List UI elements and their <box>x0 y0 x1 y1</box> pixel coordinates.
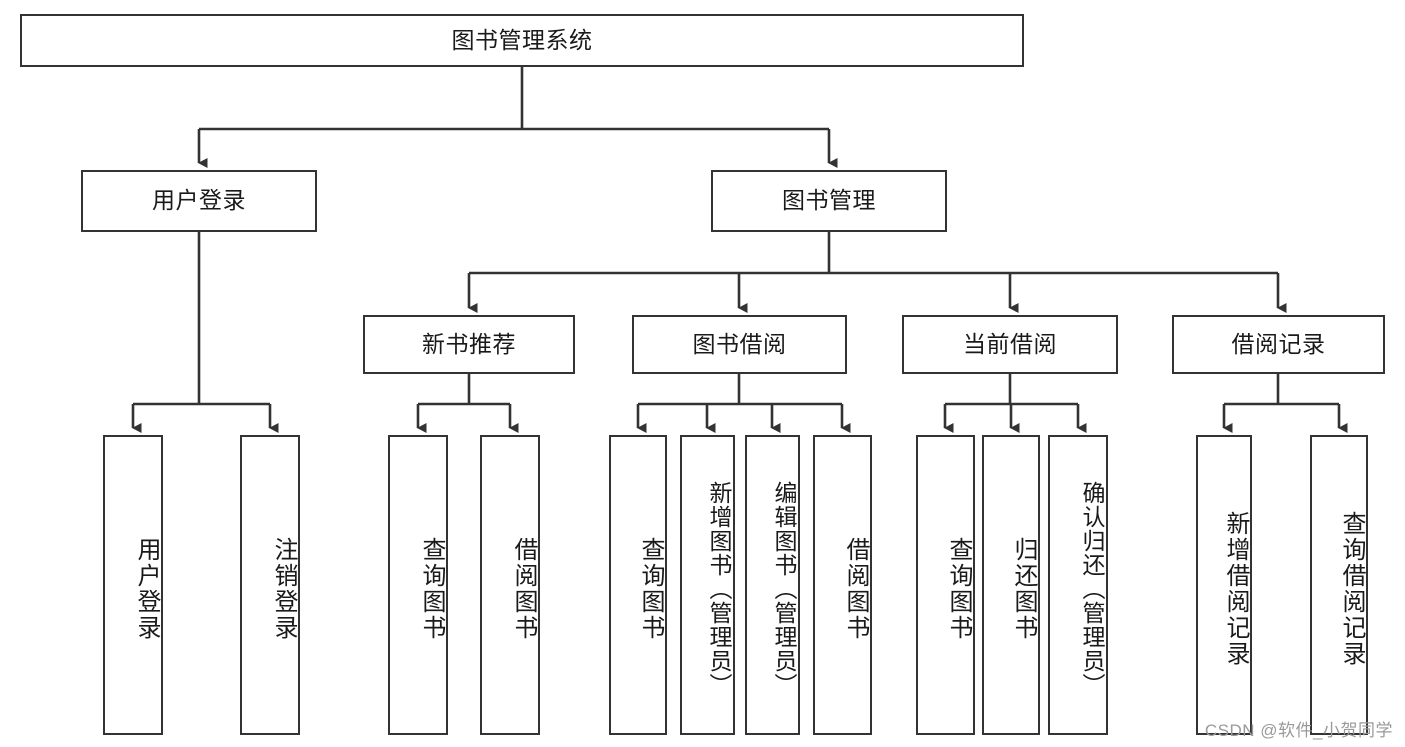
leaf-borrow-record-query-record[interactable]: 查询借阅记录 <box>1310 435 1368 735</box>
leaf-book-borrow-borrow-book[interactable]: 借阅图书 <box>813 435 872 735</box>
node-new-book-recommend[interactable]: 新书推荐 <box>363 315 575 374</box>
leaf-book-borrow-edit-book-admin[interactable]: 编辑图书（管理员） <box>745 435 800 735</box>
leaf-current-borrow-confirm-return-admin[interactable]: 确认归还（管理员） <box>1048 435 1108 735</box>
leaf-new-book-query-book[interactable]: 查询图书 <box>388 435 448 735</box>
leaf-book-borrow-query-book[interactable]: 查询图书 <box>609 435 667 735</box>
leaf-new-book-borrow-book[interactable]: 借阅图书 <box>480 435 540 735</box>
leaf-current-borrow-return-book[interactable]: 归还图书 <box>982 435 1040 735</box>
leaf-user-login-logout[interactable]: 注销登录 <box>240 435 300 735</box>
node-book-borrow[interactable]: 图书借阅 <box>632 315 847 374</box>
leaf-current-borrow-query-book[interactable]: 查询图书 <box>916 435 975 735</box>
watermark-text: CSDN @软件_小贺同学 <box>1204 721 1393 740</box>
leaf-user-login-login[interactable]: 用户登录 <box>103 435 163 735</box>
node-user-login[interactable]: 用户登录 <box>81 170 317 232</box>
node-book-management[interactable]: 图书管理 <box>711 170 947 232</box>
leaf-borrow-record-add-record[interactable]: 新增借阅记录 <box>1196 435 1252 735</box>
node-root-book-management-system[interactable]: 图书管理系统 <box>20 14 1024 67</box>
leaf-book-borrow-add-book-admin[interactable]: 新增图书（管理员） <box>680 435 735 735</box>
node-borrow-record[interactable]: 借阅记录 <box>1172 315 1385 374</box>
node-current-borrow[interactable]: 当前借阅 <box>902 315 1118 374</box>
